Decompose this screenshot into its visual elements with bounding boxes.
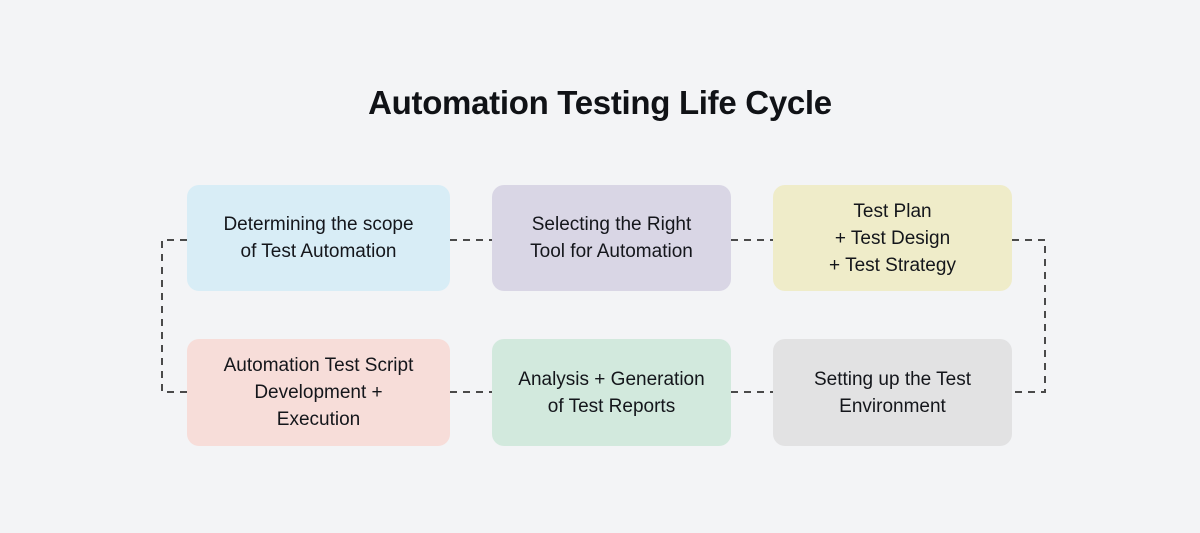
step-label-line: Execution <box>276 409 361 430</box>
step-label-line: Analysis + Generation <box>518 368 705 390</box>
step-label-line: Development + <box>254 382 383 403</box>
step-label-line: Determining the scope <box>223 214 414 235</box>
step-label-line: Selecting the Right <box>531 214 692 235</box>
step-label-line: Automation Test Script <box>223 355 414 376</box>
step-label-line: + Test Design <box>834 227 951 249</box>
connector-left-loop <box>161 239 187 393</box>
connector-right-loop <box>1012 239 1046 393</box>
step-label-line: Setting up the Test <box>813 368 972 390</box>
step-box-script-development: Automation Test Script Development + Exe… <box>187 339 450 446</box>
step-box-determining-scope: Determining the scope of Test Automation <box>187 185 450 291</box>
step-box-analysis-reports: Analysis + Generation of Test Reports <box>492 339 731 446</box>
step-label-line: Environment <box>839 395 946 417</box>
step-label-line: of Test Reports <box>547 395 676 417</box>
step-box-test-environment: Setting up the Test Environment <box>773 339 1012 446</box>
step-label-line: Test Plan <box>853 200 932 222</box>
step-label-line: Tool for Automation <box>530 241 693 262</box>
step-label-line: + Test Strategy <box>829 254 956 276</box>
diagram-title: Automation Testing Life Cycle <box>368 84 832 121</box>
step-box-test-plan: Test Plan + Test Design + Test Strategy <box>773 185 1012 291</box>
step-label-line: of Test Automation <box>240 241 397 262</box>
step-box-selecting-tool: Selecting the Right Tool for Automation <box>492 185 731 291</box>
